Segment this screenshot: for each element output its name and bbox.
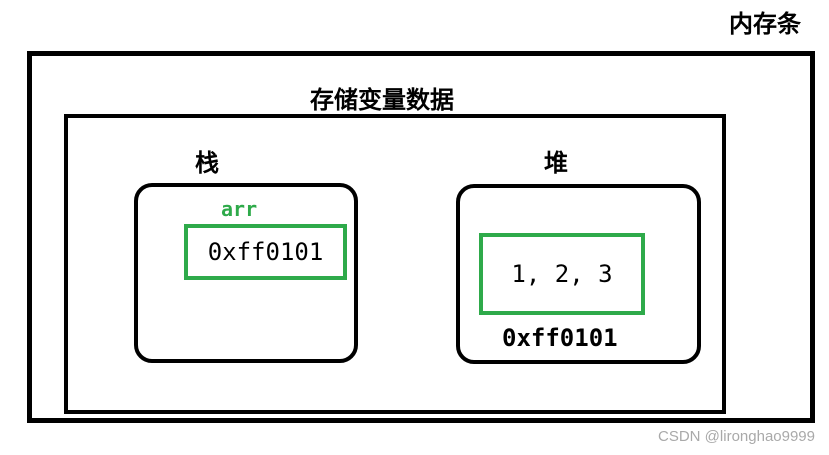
storage-label: 存储变量数据 — [310, 85, 454, 114]
heap-container — [456, 184, 701, 364]
heap-address-label: 0xff0101 — [502, 324, 618, 352]
storage-container — [64, 114, 726, 414]
stack-container — [134, 183, 358, 363]
heap-value-box: 1, 2, 3 — [479, 233, 645, 315]
stack-address-value: 0xff0101 — [207, 238, 324, 266]
watermark: CSDN @lironghao9999 — [658, 428, 815, 445]
stack-label: 栈 — [195, 148, 219, 177]
variable-name-label: arr — [221, 197, 258, 221]
memory-label: 内存条 — [729, 9, 801, 38]
heap-array-values: 1, 2, 3 — [511, 260, 613, 288]
stack-value-box: 0xff0101 — [184, 224, 347, 280]
heap-label: 堆 — [544, 148, 568, 177]
memory-container — [27, 51, 815, 423]
